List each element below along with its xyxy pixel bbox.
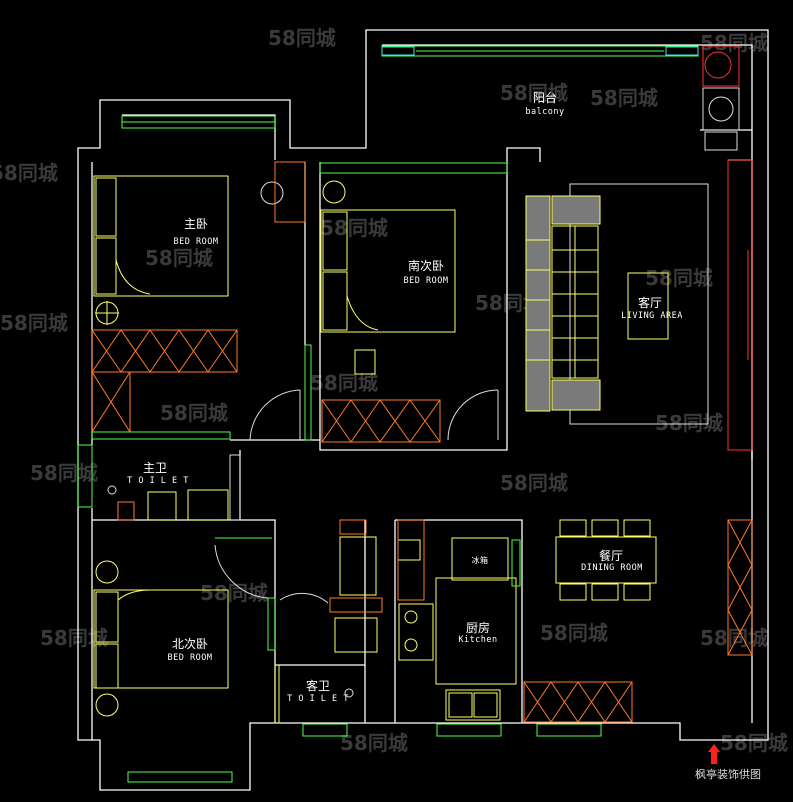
watermark: 58同城 bbox=[160, 401, 228, 425]
cabinet bbox=[523, 681, 633, 723]
watermark: 58同城 bbox=[655, 411, 723, 435]
label-mtoilet-cn: 主卫 bbox=[143, 461, 167, 475]
refrigerator bbox=[451, 537, 509, 581]
room-labels: 阳台 balcony 主卧 BED ROOM 南次卧 BED ROOM 客厅 L… bbox=[127, 90, 683, 704]
label-dining-cn: 餐厅 bbox=[599, 548, 623, 563]
watermark: 58同城 bbox=[700, 31, 768, 55]
bed bbox=[320, 209, 456, 333]
washing-machine bbox=[702, 45, 740, 87]
label-mtoilet-en: T O I L E T bbox=[127, 476, 189, 486]
watermark: 58同城 bbox=[590, 86, 658, 110]
master-bedroom bbox=[91, 161, 306, 441]
watermark: 58同城 bbox=[145, 246, 213, 270]
label-fridge: 冰箱 bbox=[472, 555, 489, 565]
watermark: 58同城 bbox=[340, 731, 408, 755]
watermark: 58同城 bbox=[540, 621, 608, 645]
coffee-table bbox=[627, 272, 669, 340]
south-bedroom bbox=[304, 180, 499, 443]
dining-room bbox=[523, 519, 753, 723]
label-north-cn: 北次卧 bbox=[172, 637, 208, 651]
label-living-cn: 客厅 bbox=[638, 295, 662, 310]
label-balcony-cn: 阳台 bbox=[533, 90, 557, 105]
bathtub bbox=[339, 536, 377, 596]
label-south-cn: 南次卧 bbox=[408, 258, 444, 273]
label-kitchen-cn: 厨房 bbox=[466, 620, 490, 635]
label-kitchen-en: Kitchen bbox=[458, 635, 497, 645]
kitchen bbox=[397, 519, 521, 721]
stove bbox=[398, 603, 434, 661]
label-living-en: LIVING AREA bbox=[621, 311, 683, 321]
watermark: 58同城 bbox=[30, 461, 98, 485]
toilet bbox=[334, 617, 378, 653]
dining-table bbox=[555, 536, 657, 584]
label-balcony-en: balcony bbox=[525, 107, 564, 117]
label-north-en: BED ROOM bbox=[168, 653, 213, 663]
side-cabinet bbox=[727, 519, 753, 656]
tv-cabinet bbox=[727, 159, 753, 451]
watermark: 58同城 bbox=[320, 216, 388, 240]
image-caption: 枫亭装饰供图 bbox=[695, 767, 761, 781]
label-south-en: BED ROOM bbox=[404, 276, 449, 286]
watermark: 58同城 bbox=[0, 161, 58, 185]
sink bbox=[187, 489, 229, 521]
kitchen-sink bbox=[445, 689, 501, 721]
bed bbox=[93, 175, 229, 297]
balcony-fixtures bbox=[381, 45, 740, 151]
wardrobe bbox=[321, 399, 441, 443]
sofa bbox=[525, 195, 601, 412]
label-dining-en: DINING ROOM bbox=[581, 563, 643, 573]
north-bedroom bbox=[93, 537, 276, 717]
guest-toilet bbox=[274, 519, 383, 724]
master-toilet bbox=[91, 431, 241, 521]
watermark: 58同城 bbox=[310, 371, 378, 395]
watermark: 58同城 bbox=[645, 266, 713, 290]
label-master-cn: 主卧 bbox=[184, 217, 208, 231]
watermark: 58同城 bbox=[200, 581, 268, 605]
watermark: 58同城 bbox=[40, 626, 108, 650]
watermark: 58同城 bbox=[268, 26, 336, 50]
watermark: 58同城 bbox=[720, 731, 788, 755]
bed bbox=[93, 589, 229, 689]
toilet bbox=[147, 491, 177, 521]
watermark: 58同城 bbox=[500, 471, 568, 495]
label-gtoilet-cn: 客卫 bbox=[306, 678, 330, 693]
watermark: 58同城 bbox=[500, 81, 568, 105]
entrance-arrow bbox=[708, 744, 720, 764]
watermark: 58同城 bbox=[700, 626, 768, 650]
living-room bbox=[525, 159, 753, 451]
label-gtoilet-en: T O I L E T bbox=[287, 694, 349, 704]
rug bbox=[569, 183, 709, 425]
label-master-en: BED ROOM bbox=[174, 237, 219, 247]
watermark-layer: 58同城 58同城 58同城 58同城 58同城 58同城 58同城 58同城 … bbox=[0, 26, 788, 755]
watermark: 58同城 bbox=[0, 311, 68, 335]
